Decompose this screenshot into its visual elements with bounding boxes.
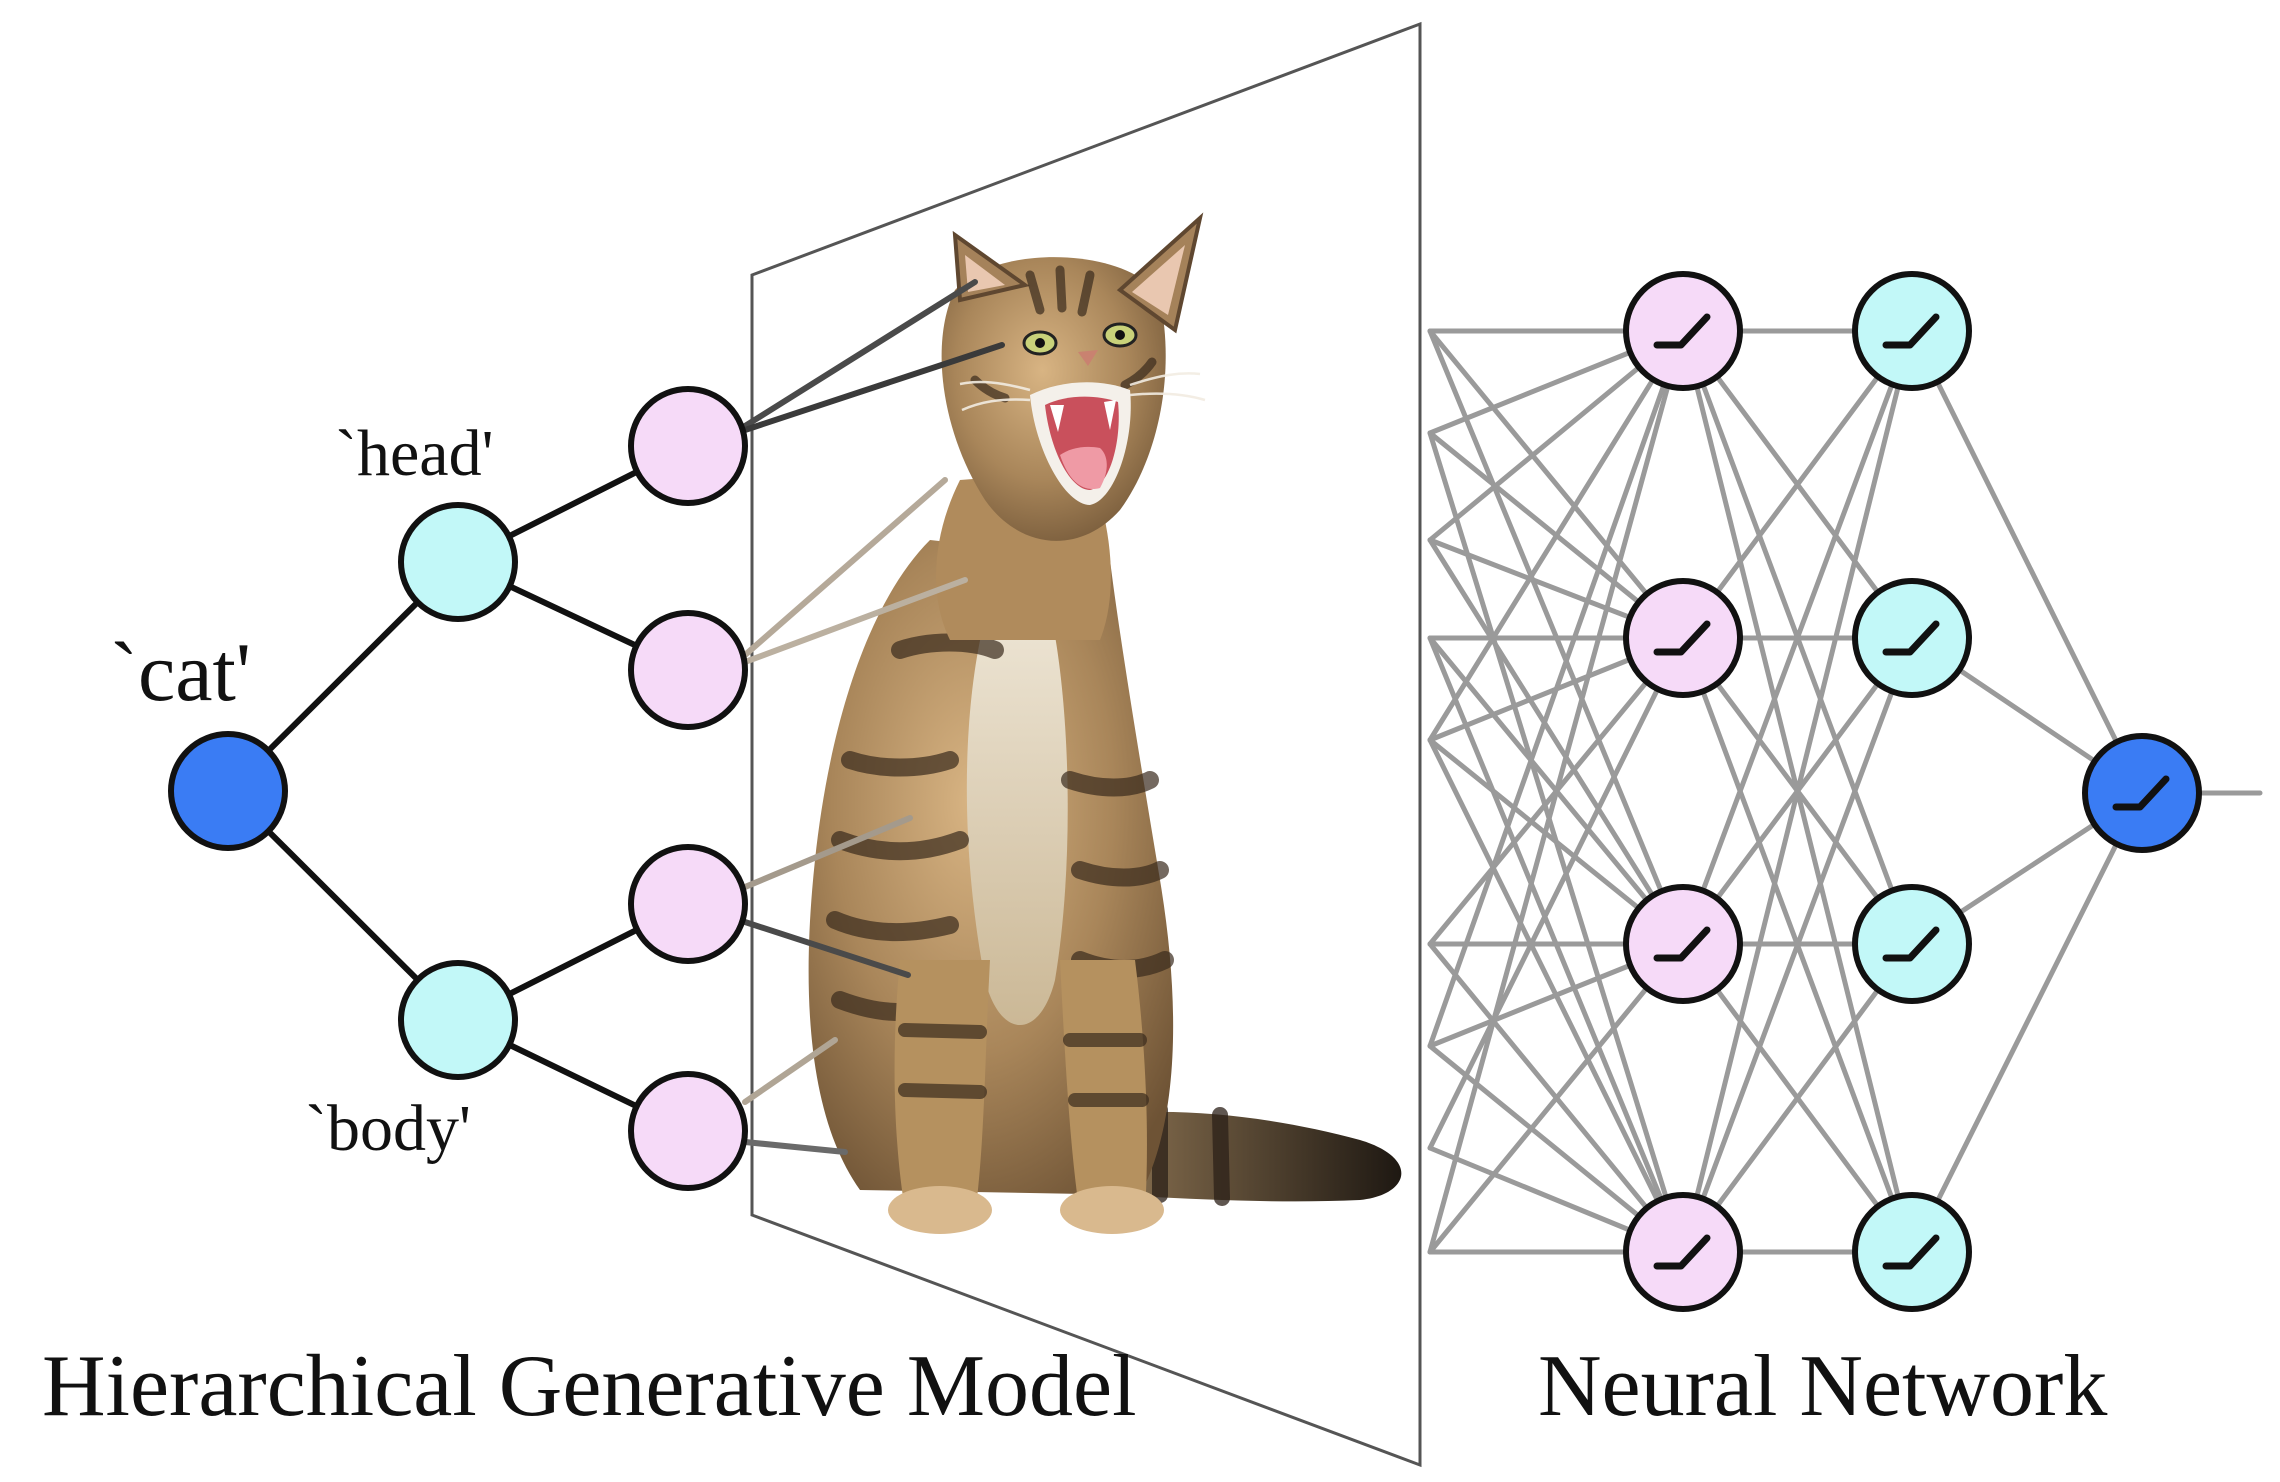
nn-input-edge bbox=[1427, 328, 1686, 641]
relu-icon bbox=[1653, 926, 1711, 962]
nn-layer2-neuron bbox=[1852, 578, 1972, 698]
tree-leaf-node bbox=[628, 386, 748, 506]
nn-output-neuron bbox=[2082, 733, 2202, 853]
label-head: `head' bbox=[335, 417, 493, 490]
nn-layer1-neuron bbox=[1623, 271, 1743, 391]
nn-layer1-neuron bbox=[1623, 1192, 1743, 1312]
nn-hidden-edge bbox=[1680, 635, 1915, 1255]
nn-layer1-neuron bbox=[1623, 578, 1743, 698]
nn-hidden-edge bbox=[1680, 941, 1915, 1255]
nn-output-edge bbox=[1909, 790, 2145, 1255]
cat-illustration bbox=[808, 212, 1402, 1234]
relu-icon bbox=[1653, 313, 1711, 349]
relu-icon bbox=[1882, 1234, 1940, 1270]
label-body: `body' bbox=[305, 1092, 471, 1165]
tree-node-cat bbox=[168, 731, 288, 851]
relu-icon bbox=[1882, 620, 1940, 656]
nn-input-edge bbox=[1427, 537, 1686, 947]
nn-hidden-edge bbox=[1680, 328, 1915, 641]
nn-layer2-neuron bbox=[1852, 884, 1972, 1004]
relu-icon bbox=[1653, 620, 1711, 656]
projection-lines bbox=[742, 279, 1005, 1155]
relu-icon bbox=[2112, 775, 2170, 811]
nn-output-edge bbox=[1909, 328, 2145, 796]
title-hierarchical-generative-model: Hierarchical Generative Model bbox=[42, 1338, 1137, 1435]
tree-leaf-node bbox=[628, 1071, 748, 1191]
nn-input-edge bbox=[1427, 328, 1686, 1255]
relu-icon bbox=[1882, 926, 1940, 962]
tree-node-body bbox=[398, 960, 518, 1080]
nn-layer2-neuron bbox=[1852, 271, 1972, 391]
tree-leaf-node bbox=[628, 610, 748, 730]
nn-hidden-edge bbox=[1680, 328, 1915, 1255]
nn-input-edge bbox=[1427, 635, 1686, 1151]
nn-input-edge bbox=[1427, 328, 1686, 1049]
nn-input-edge bbox=[1427, 941, 1686, 1255]
nn-hidden-edge bbox=[1680, 328, 1915, 947]
label-cat: `cat' bbox=[110, 626, 251, 719]
title-neural-network: Neural Network bbox=[1538, 1338, 2107, 1435]
tree-leaf-node bbox=[628, 844, 748, 964]
nn-input-edge bbox=[1427, 328, 1686, 743]
relu-icon bbox=[1882, 313, 1940, 349]
relu-icon bbox=[1653, 1234, 1711, 1270]
nn-layer1-neuron bbox=[1623, 884, 1743, 1004]
nn-layer2-neuron bbox=[1852, 1192, 1972, 1312]
tree-node-head bbox=[398, 502, 518, 622]
neural-network-nodes bbox=[1623, 271, 2202, 1312]
